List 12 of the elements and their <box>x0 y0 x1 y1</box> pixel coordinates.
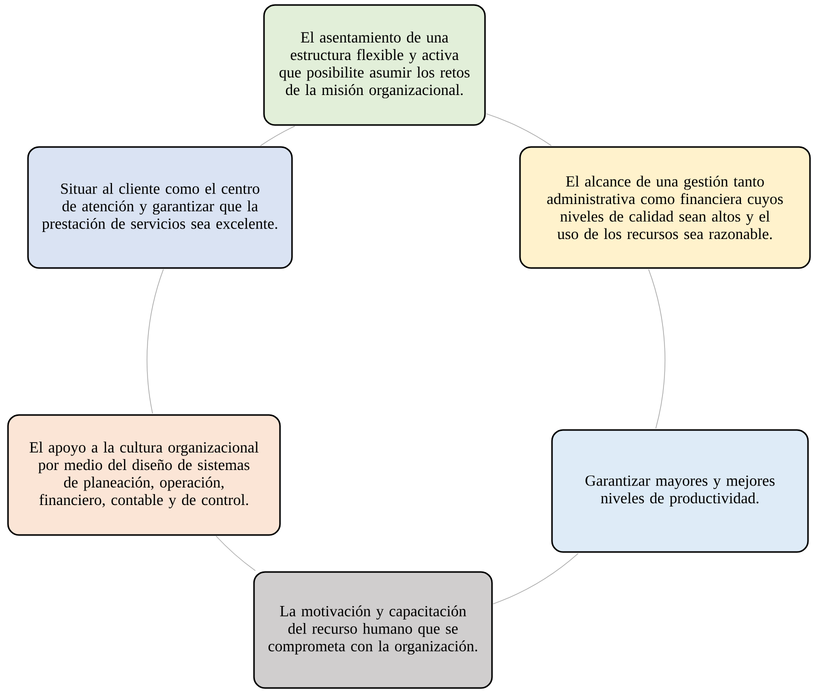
connector-arc <box>492 553 578 604</box>
text-box: Garantizar mayores y mejores niveles de productividad. <box>551 429 809 553</box>
text-box: La motivación y capacitación del recurso humano que se comprometa con la organización. <box>253 571 493 689</box>
text-box: Situar al cliente como el centro de atención y garantizar que la prestación de servicios sea excelente. <box>27 146 293 269</box>
connector-arc <box>146 268 164 414</box>
text-box: El apoyo a la cultura organizacional por medio del diseño de sistemas de planeación, operación, financiero, contable y de control. <box>7 414 281 536</box>
connector-arc <box>216 536 256 572</box>
connector-arc <box>260 126 296 146</box>
text-box: El asentamiento de una estructura flexible y activa que posibilite asumir los retos de la misión organizacional. <box>263 4 486 126</box>
connector-arc <box>486 113 552 146</box>
connector-arc <box>648 268 666 429</box>
text-box: El alcance de una gestión tanto administrativa como financiera cuyos niveles de calidad sean altos y el uso de los recursos sea razonable. <box>519 146 811 269</box>
